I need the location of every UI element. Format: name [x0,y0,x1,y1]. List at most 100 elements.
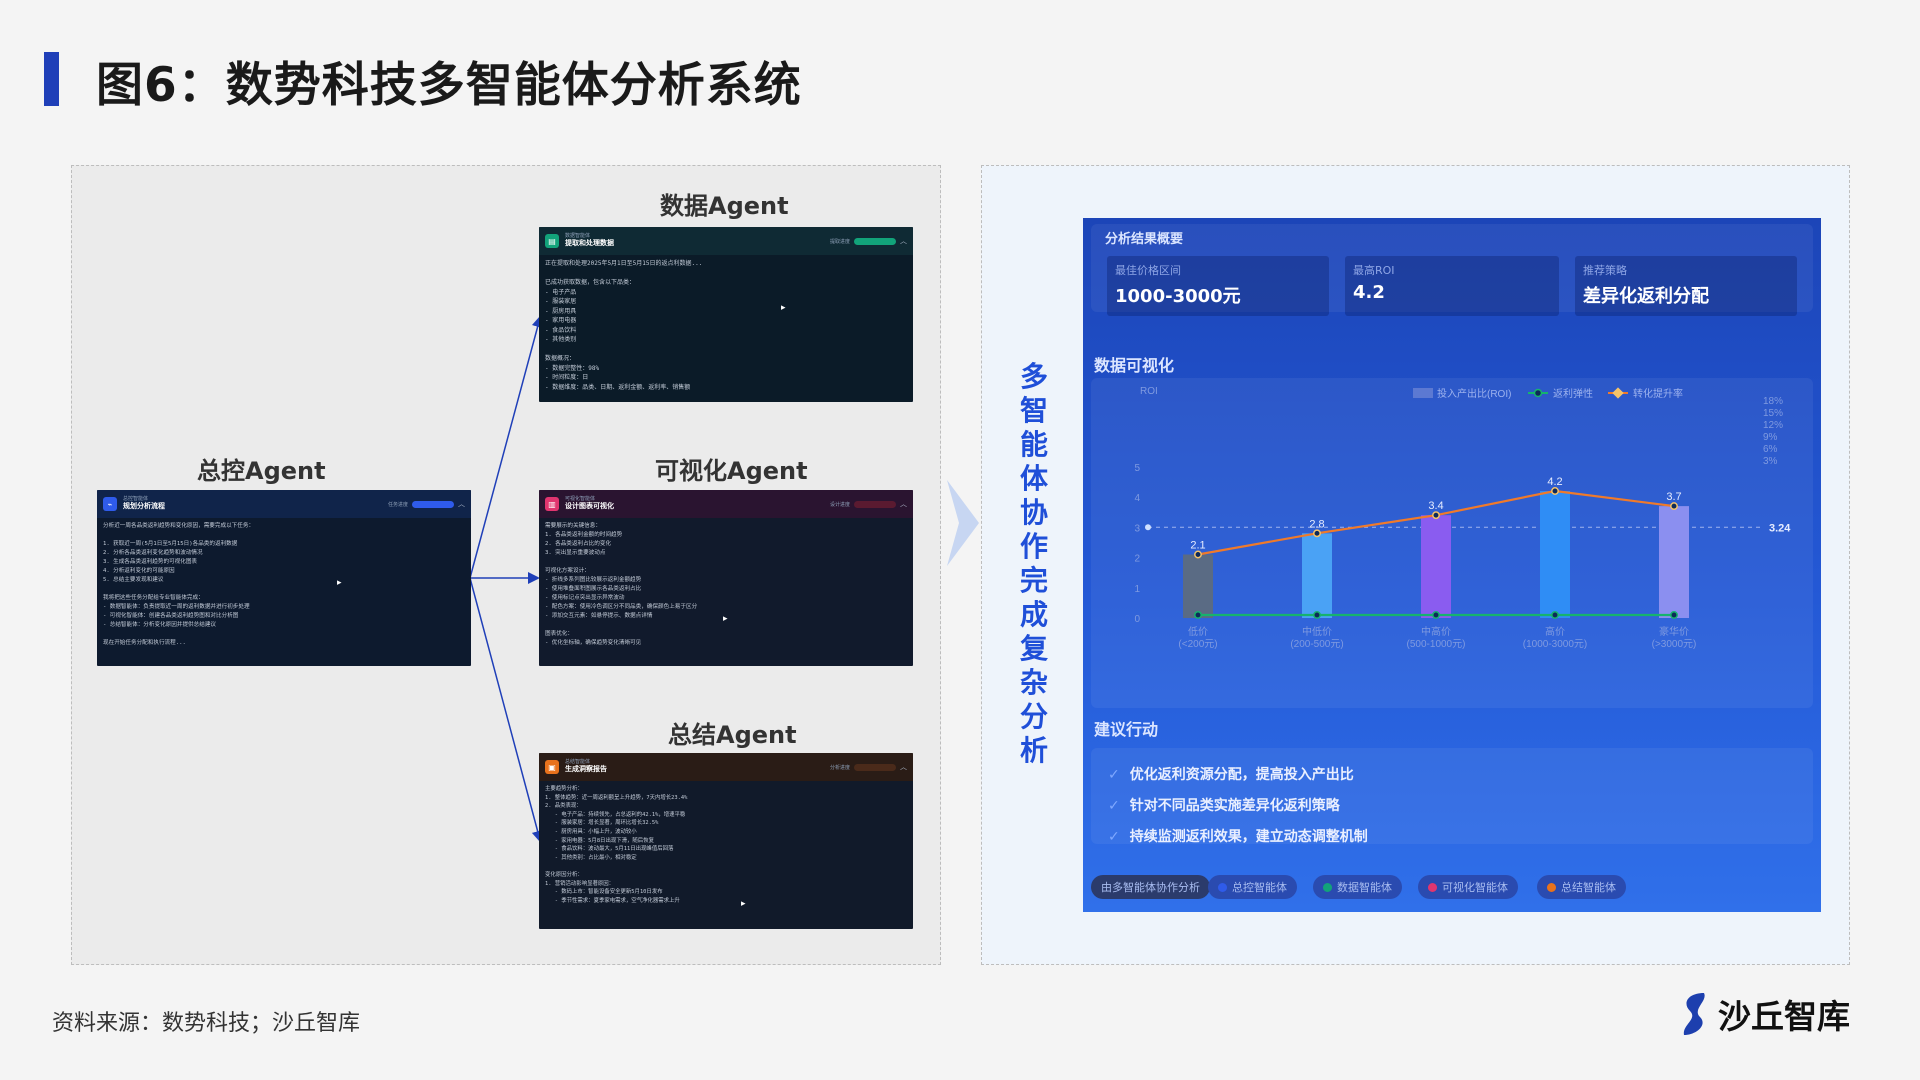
chevron-up-icon[interactable]: ︿ [458,500,465,508]
action-item: ✓持续监测返利效果，建立动态调整机制 [1108,829,1368,845]
summary-agent-task: 生成洞察报告 [565,764,607,773]
series-point [1432,611,1440,619]
page-title: 图6：数势科技多智能体分析系统 [96,58,802,113]
roi-bar [1659,506,1689,618]
y-tick-label: 1 [1134,584,1140,595]
master-agent-sub: 总控智能体 [123,496,149,503]
data-agent-progress-bar [854,237,896,245]
viz-agent-screenshot: ▥ 可视化智能体 设计图表可视化 设计进度 ︿ 需要展示的关键信息： 1. 各品… [539,490,913,666]
summary-card [1091,224,1813,312]
x-tick-label: (500-1000元) [1407,639,1466,650]
legend-label: 返利弹性 [1553,387,1593,400]
legend-swatch-point [1612,387,1624,399]
roi-bar [1540,490,1570,618]
x-tick-label: (>3000元) [1652,639,1697,650]
x-tick-label: 中低价 [1302,625,1332,638]
status-dot [1323,882,1332,892]
title-accent-bar [44,52,59,106]
viz-title: 数据可视化 [1094,356,1175,375]
actions-card [1091,748,1813,844]
vertical-caption-char: 能 [1019,428,1048,461]
connector-to-data-agent [469,315,544,579]
master-agent-screenshot: ⌁ 总控智能体 规划分析流程 任务进度 ︿ 分析近一周各品类返利趋势和变化原因，… [97,490,471,666]
data-agent-progress-label: 提取进度 [829,238,850,245]
kpi-value: 4.2 [1353,282,1385,303]
summary-agent-label: 总结Agent [668,721,797,749]
chart-card [1091,378,1813,708]
bar-value-label: 2.8 [1309,518,1324,530]
analysis-dashboard: 分析结果概要 最佳价格区间 1000-3000元 最高ROI 4.2 推荐策略 … [1083,218,1821,912]
kpi-card: 推荐策略 差异化返利分配 [1575,256,1797,316]
x-tick-label: 中高价 [1421,625,1451,638]
x-tick-label: (1000-3000元) [1523,639,1587,650]
vertical-caption-char: 智 [1019,394,1048,427]
kpi-value: 1000-3000元 [1115,286,1241,307]
chip-viz-agent[interactable]: 可视化智能体 [1418,875,1518,899]
y2-tick-label: 12% [1763,420,1783,431]
vertical-caption-char: 分 [1019,700,1048,733]
y-tick-label: 4 [1134,493,1140,504]
check-icon: ✓ [1108,798,1120,814]
vertical-caption: 多智能体协作完成复杂分析 [1014,360,1054,768]
data-agent-body: 正在提取和处理2025年5月1日至5月15日的返点利数据... 已成功获取数据，… [545,260,703,391]
viz-agent-label: 可视化Agent [655,457,808,485]
mouse-cursor-icon: ▸ [337,578,342,588]
y2-tick-label: 6% [1763,444,1778,455]
summary-agent-body: 主要趋势分析： 1. 整体趋势：近一周返利额呈上升趋势，7天内增长23.4% 2… [545,786,688,904]
summary-agent-header: ▣ 总结智能体 生成洞察报告 分析进度 ︿ [539,753,913,781]
viz-agent-body: 需要展示的关键信息： 1. 各品类返利金额的时间趋势 2. 各品类返利占比的变化… [545,523,698,646]
legend-label: 投入产出比(ROI) [1437,387,1511,400]
master-agent-progress-bar [412,500,454,508]
series-point [1551,487,1559,495]
summary-agent-progress-bar [854,763,896,771]
legend-label: 转化提升率 [1633,387,1683,400]
master-agent-body: 分析近一周各品类返利趋势和变化原因，需要完成以下任务： 1. 获取近一周(5月1… [103,523,255,646]
chevron-up-icon[interactable]: ︿ [900,237,907,245]
data-agent-label: 数据Agent [660,192,789,220]
chip-multi-agent[interactable]: 由多智能体协作分析 [1091,875,1210,899]
master-agent-label: 总控Agent [197,457,326,485]
chip-master-agent[interactable]: 总控智能体 [1208,875,1297,899]
bar-value-label: 3.7 [1666,491,1681,503]
series-point [1194,611,1202,619]
logo-text: 沙丘智库 [1718,997,1850,1036]
status-dot [1218,882,1227,892]
x-tick-label: 低价 [1188,625,1208,638]
vertical-caption-char: 析 [1019,734,1048,767]
master-agent-header: ⌁ 总控智能体 规划分析流程 任务进度 ︿ [97,490,471,518]
status-dot [1428,882,1437,892]
vertical-caption-char: 作 [1019,530,1048,563]
reference-line-label: 3.24 [1769,522,1791,534]
viz-agent-task: 设计图表可视化 [565,501,614,510]
database-icon: ▤ [545,234,559,248]
chevron-right-icon [947,480,979,566]
y2-tick-label: 3% [1763,456,1778,467]
status-dot [1547,882,1556,892]
check-icon: ✓ [1108,767,1120,783]
summary-title: 分析结果概要 [1105,232,1184,247]
series-point [1313,611,1321,619]
chevron-up-icon[interactable]: ︿ [900,500,907,508]
action-item: ✓针对不同品类实施差异化返利策略 [1108,798,1340,814]
dune-logo-icon [1683,993,1705,1035]
kpi-label: 推荐策略 [1583,264,1627,277]
reference-line-start [1145,524,1151,531]
kpi-card: 最佳价格区间 1000-3000元 [1107,256,1329,316]
series-point [1313,529,1321,538]
vertical-caption-char: 复 [1019,632,1048,665]
data-agent-task: 提取和处理数据 [565,238,614,247]
master-agent-progress-label: 任务进度 [387,501,408,508]
summary-agent-progress-label: 分析进度 [829,764,850,771]
legend-swatch-bar [1413,388,1433,398]
chevron-up-icon[interactable]: ︿ [900,763,907,771]
chip-data-agent[interactable]: 数据智能体 [1313,875,1402,899]
chip-summary-agent[interactable]: 总结智能体 [1537,875,1626,899]
x-tick-label: 高价 [1545,625,1565,638]
data-agent-screenshot: ▤ 数据智能体 提取和处理数据 提取进度 ︿ 正在提取和处理2025年5月1日至… [539,227,913,402]
mouse-cursor-icon: ▸ [723,614,728,624]
roi-bar [1302,533,1332,618]
vertical-caption-char: 完 [1019,564,1048,597]
roi-chart: ROI01234518%15%12%9%6%3%3.242.1低价(<200元)… [1134,386,1791,650]
y-tick-label: 2 [1134,554,1140,565]
